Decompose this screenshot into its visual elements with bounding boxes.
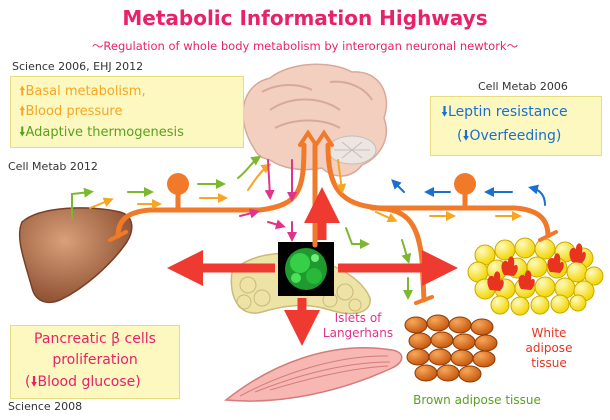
- brown-adipose-tissue: [404, 314, 498, 383]
- muscle: [224, 347, 403, 402]
- nerve-brain-to-liver: [115, 142, 307, 239]
- citation-science-ehj: Science 2006, EHJ 2012: [12, 60, 144, 73]
- page-title: Metabolic Information Highways: [122, 6, 488, 30]
- pancreatic-beta-cells-box: Pancreatic β cells proliferation (🠛Blood…: [10, 325, 180, 399]
- overfeeding: (🠛Overfeeding): [457, 128, 562, 144]
- proliferation: proliferation: [52, 352, 138, 368]
- down-arrow-icon: 🠛: [462, 128, 470, 144]
- citation-cell-metab-2012: Cell Metab 2012: [8, 160, 98, 173]
- brown-adipose-label: Brown adipose tissue: [413, 393, 541, 407]
- islet-micrograph: [278, 242, 334, 296]
- metabolism-effects-box: 🠙Basal metabolism, 🠙Blood pressure 🠛Adap…: [10, 76, 244, 148]
- citation-cell-metab-2006: Cell Metab 2006: [478, 80, 568, 93]
- up-arrow-icon: 🠙: [19, 104, 26, 119]
- white-adipose-tissue: [467, 237, 604, 316]
- pancreatic-beta-cells: Pancreatic β cells: [34, 331, 156, 347]
- page-subtitle: 〜Regulation of whole body metabolism by …: [91, 39, 519, 53]
- effect-adaptive-thermogenesis: 🠛Adaptive thermogenesis: [19, 125, 184, 140]
- citation-science-2008: Science 2008: [8, 400, 83, 413]
- up-arrow-icon: 🠙: [19, 84, 26, 99]
- fat-burning-flames: [487, 243, 586, 291]
- leptin-resistance: 🠛Leptin resistance: [441, 104, 568, 120]
- effect-basal-metabolism: 🠙Basal metabolism,: [19, 84, 146, 99]
- blood-glucose: (🠛Blood glucose): [25, 374, 141, 390]
- leptin-box: 🠛Leptin resistance (🠛Overfeeding): [430, 96, 602, 156]
- down-arrow-icon: 🠛: [441, 104, 449, 120]
- brain: [242, 63, 388, 177]
- ganglion-left: [167, 173, 189, 195]
- down-arrow-icon: 🠛: [30, 374, 38, 390]
- liver: [18, 207, 133, 304]
- effect-blood-pressure: 🠙Blood pressure: [19, 104, 123, 119]
- islets-label: Islets of Langerhans: [322, 311, 394, 340]
- ganglion-right: [454, 173, 476, 195]
- nerve-to-bat: [369, 205, 427, 303]
- down-arrow-icon: 🠛: [19, 125, 26, 140]
- white-adipose-label: White adipose tissue: [525, 326, 573, 370]
